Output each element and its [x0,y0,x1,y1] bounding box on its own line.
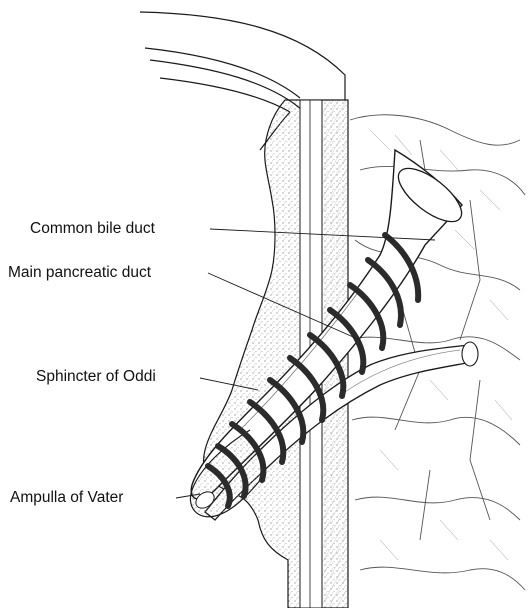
label-common-bile-duct: Common bile duct [28,220,157,238]
label-ampulla-of-vater: Ampulla of Vater [8,489,125,507]
label-sphincter-of-oddi: Sphincter of Oddi [34,368,158,386]
label-main-pancreatic-duct: Main pancreatic duct [6,264,153,282]
